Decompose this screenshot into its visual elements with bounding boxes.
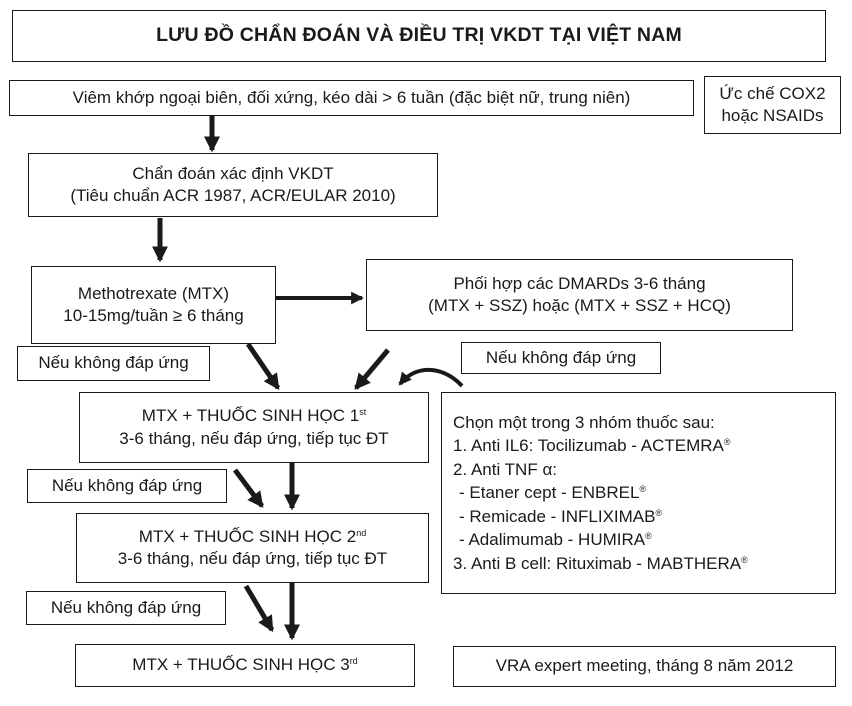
drug-option-1-text: 1. Anti IL6: Tocilizumab - ACTEMRA (453, 436, 724, 456)
no-response-label-3: Nếu không đáp ứng (27, 469, 227, 503)
drug-option-2-text: 2. Anti TNF α: (453, 459, 557, 479)
source-text: VRA expert meeting, tháng 8 năm 2012 (495, 656, 794, 676)
mtx-line-2: 10-15mg/tuần ≥ 6 tháng (63, 306, 244, 325)
biologic-2-ordinal: nd (356, 527, 367, 538)
drug-option-2c: - Adalimumab - HUMIRA® (453, 528, 652, 551)
registered-mark: ® (639, 484, 647, 495)
no-response-label-4: Nếu không đáp ứng (26, 591, 226, 625)
nsaid-note-line-1: Ức chế COX2 (719, 83, 826, 103)
arrow-bio2-to-bio3-diagonal (243, 584, 275, 633)
nsaid-note-line-2: hoặc NSAIDs (721, 106, 824, 125)
biologic-2-title: MTX + THUỐC SINH HỌC 2 (138, 526, 357, 546)
drug-options-heading: Chọn một trong 3 nhóm thuốc sau: (453, 412, 715, 432)
drug-option-2b: - Remicade - INFLIXIMAB® (453, 505, 662, 528)
biologic-2-line-1: MTX + THUỐC SINH HỌC 2nd (139, 526, 366, 548)
drug-option-2c-text: - Adalimumab - HUMIRA (459, 530, 646, 550)
drug-option-3-text: 3. Anti B cell: Rituximab - MABTHERA (453, 553, 742, 573)
combo-line-2: (MTX + SSZ) hoặc (MTX + SSZ + HCQ) (428, 296, 731, 315)
biologic-1-line-2: 3-6 tháng, nếu đáp ứng, tiếp tục ĐT (119, 428, 389, 448)
arrow-options-to-bio1 (398, 368, 464, 388)
arrow-mtx-to-bio1 (245, 342, 281, 390)
registered-mark: ® (655, 507, 663, 518)
source-box: VRA expert meeting, tháng 8 năm 2012 (453, 646, 836, 687)
mtx-box: Methotrexate (MTX) 10-15mg/tuần ≥ 6 thán… (31, 266, 276, 344)
drug-option-1: 1. Anti IL6: Tocilizumab - ACTEMRA® (453, 434, 731, 457)
registered-mark: ® (645, 531, 652, 542)
biologic-3-ordinal: rd (349, 656, 358, 667)
title-box: LƯU ĐỒ CHẨN ĐOÁN VÀ ĐIỀU TRỊ VKDT TẠI VI… (12, 10, 826, 62)
no-response-text-4: Nếu không đáp ứng (50, 597, 202, 617)
drug-option-2a-text: - Etaner cept - ENBREL (459, 483, 640, 503)
page-title: LƯU ĐỒ CHẨN ĐOÁN VÀ ĐIỀU TRỊ VKDT TẠI VI… (156, 24, 682, 47)
diagnosis-line-1: Chẩn đoán xác định VKDT (132, 163, 334, 183)
drug-option-3: 3. Anti B cell: Rituximab - MABTHERA® (453, 552, 748, 575)
no-response-label-1: Nếu không đáp ứng (17, 346, 210, 381)
biologic-3-box: MTX + THUỐC SINH HỌC 3rd (75, 644, 415, 687)
no-response-text-1: Nếu không đáp ứng (38, 353, 189, 373)
diagnosis-line-2: (Tiêu chuẩn ACR 1987, ACR/EULAR 2010) (70, 186, 396, 205)
nsaid-note-box: Ức chế COX2 hoặc NSAIDs (704, 76, 841, 134)
arrow-combo-to-bio1 (354, 348, 390, 390)
registered-mark: ® (741, 554, 748, 565)
drug-option-2a: - Etaner cept - ENBREL® (453, 481, 646, 504)
registered-mark: ® (723, 437, 731, 448)
biologic-1-title: MTX + THUỐC SINH HỌC 1 (141, 406, 360, 426)
biologic-3-title: MTX + THUỐC SINH HỌC 3 (132, 655, 350, 675)
arrow-bio1-to-bio2-diagonal (233, 468, 264, 508)
initial-symptoms-box: Viêm khớp ngoại biên, đối xứng, kéo dài … (9, 80, 694, 116)
dmards-combo-box: Phối hợp các DMARDs 3-6 tháng (MTX + SSZ… (366, 259, 793, 331)
biologic-2-box: MTX + THUỐC SINH HỌC 2nd 3-6 tháng, nếu … (76, 513, 429, 583)
drug-options-box: Chọn một trong 3 nhóm thuốc sau: 1. Anti… (441, 392, 836, 594)
biologic-1-ordinal: st (359, 407, 367, 418)
no-response-text-3: Nếu không đáp ứng (51, 475, 203, 495)
biologic-3-line-1: MTX + THUỐC SINH HỌC 3rd (132, 654, 357, 676)
no-response-text-2: Nếu không đáp ứng (485, 347, 637, 367)
drug-option-2b-text: - Remicade - INFLIXIMAB (459, 506, 656, 526)
drug-option-2: 2. Anti TNF α: (453, 458, 557, 481)
biologic-2-line-2: 3-6 tháng, nếu đáp ứng, tiếp tục ĐT (117, 549, 388, 568)
initial-symptoms-text: Viêm khớp ngoại biên, đối xứng, kéo dài … (72, 87, 631, 107)
biologic-1-line-1: MTX + THUỐC SINH HỌC 1st (142, 405, 366, 427)
diagnosis-box: Chẩn đoán xác định VKDT (Tiêu chuẩn ACR … (28, 153, 438, 217)
no-response-label-2: Nếu không đáp ứng (461, 342, 661, 374)
combo-line-1: Phối hợp các DMARDs 3-6 tháng (453, 273, 706, 293)
biologic-1-box: MTX + THUỐC SINH HỌC 1st 3-6 tháng, nếu … (79, 392, 429, 463)
mtx-line-1: Methotrexate (MTX) (77, 283, 230, 303)
